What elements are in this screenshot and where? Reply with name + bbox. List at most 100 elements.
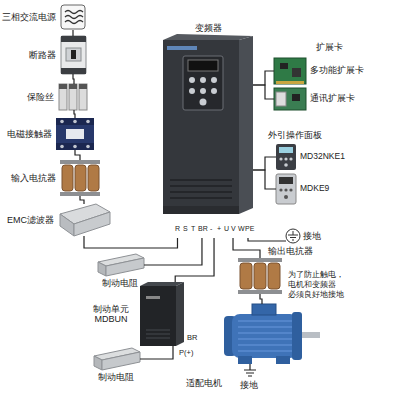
keypad-panel: MDKE9 [276, 174, 296, 204]
reactor-coil [254, 263, 266, 289]
terminal-name: T [191, 225, 195, 233]
component-label: 电磁接触器 [7, 129, 52, 139]
screw [60, 145, 64, 149]
wire-connector [233, 238, 260, 258]
contactor-terminal [56, 143, 94, 150]
braking-unit: 制动单元 MDBUN [140, 282, 184, 346]
component-label: 制动电阻 [98, 372, 134, 382]
ground-symbol [244, 364, 256, 376]
key-button [200, 77, 206, 83]
reactor-frame [60, 192, 100, 196]
component-label: 适配电机 [186, 378, 222, 388]
terminal-name: BR [187, 334, 197, 343]
terminal-box [252, 304, 276, 315]
inverter: 变频器 [163, 38, 253, 238]
contactor-plate [66, 129, 84, 139]
reactor-coil [88, 165, 99, 191]
wire-connector [260, 294, 262, 304]
component-label: MD32NKE1 [300, 152, 345, 162]
braking-resistor: 制动电阻 [96, 254, 144, 276]
reactor-coil [62, 165, 73, 191]
screw [60, 120, 64, 124]
ground-label: 接地 [240, 380, 258, 390]
filter-side [60, 214, 74, 236]
inverter-front [163, 40, 239, 214]
screw [73, 145, 77, 149]
contactor-terminal [56, 118, 94, 125]
breaker-terminal [61, 68, 86, 74]
fuse-cap [59, 84, 67, 89]
contactor-body [56, 118, 94, 150]
component-label: 制动单元 MDBUN [86, 304, 136, 325]
fuse: 保险丝 [58, 84, 90, 110]
component-label: 制动电阻 [102, 278, 138, 288]
breaker-window [66, 48, 81, 61]
wire-connector [73, 74, 74, 84]
wire-connector [74, 110, 75, 118]
expansion-card: 通讯扩展卡 [274, 88, 306, 110]
key-button [284, 163, 288, 167]
fuse-cap [69, 84, 77, 89]
vent-slots [146, 330, 170, 338]
fuse-holder [79, 84, 87, 110]
chip [292, 68, 301, 77]
key-button [211, 88, 217, 94]
terminal-name: + [217, 225, 221, 233]
terminal-name: U [224, 225, 229, 233]
resistor-front [106, 258, 144, 276]
unit-side [176, 282, 184, 346]
power-symbol [61, 5, 85, 29]
wire-connector [80, 196, 84, 204]
terminal-name: R [175, 225, 180, 233]
reactor-frame [60, 160, 100, 164]
safety-note: 为了防止触电， 电机和变频器 必须良好地接地 [288, 270, 350, 300]
component-label: 断路器 [29, 50, 56, 60]
resistor-side [98, 262, 106, 276]
component-label: 保险丝 [27, 92, 54, 102]
fuse-cap [79, 84, 87, 89]
screw [86, 145, 90, 149]
unit-label-plate [146, 296, 160, 299]
component-label: 通讯扩展卡 [310, 94, 355, 104]
component-label: MDKE9 [300, 184, 329, 194]
braking-resistor: 制动电阻 [92, 348, 140, 370]
key-button [189, 88, 195, 94]
vent-slots [170, 180, 232, 198]
component-label: EMC滤波器 [7, 215, 54, 225]
key-button [279, 157, 282, 160]
component-label: 输出电抗器 [268, 246, 313, 256]
key-button [200, 88, 206, 94]
reactor-frame [238, 258, 282, 262]
terminal-name: S [183, 225, 188, 233]
wire-connector [84, 236, 177, 248]
terminal-name: V [231, 225, 236, 233]
resistor-front [102, 352, 140, 370]
motor-foot [238, 356, 252, 364]
ground-symbol [288, 231, 298, 240]
keypad-panel: MD32NKE1 [276, 144, 296, 170]
terminal-name: W [238, 225, 245, 233]
ground-label: 接地 [303, 231, 321, 241]
contactor: 电磁接触器 [56, 118, 94, 150]
screw [86, 120, 90, 124]
motor-shaft [302, 332, 320, 338]
expansion-card: 多功能扩展卡 [274, 58, 306, 84]
key-button [289, 188, 292, 191]
component-label: 多功能扩展卡 [310, 66, 364, 76]
fuse-holder [59, 84, 67, 110]
wire-connector [75, 150, 80, 160]
wire-connector [175, 238, 214, 282]
fuse-holder [69, 84, 77, 110]
breaker-handle [71, 50, 76, 59]
inverter-top [163, 34, 253, 40]
panel-body [276, 174, 296, 204]
terminal-name: - [210, 225, 212, 233]
panel-display [279, 147, 293, 153]
motor-foot [276, 356, 290, 364]
key-button [200, 99, 207, 106]
reactor-coil [240, 263, 252, 289]
inverter-side [239, 36, 253, 214]
